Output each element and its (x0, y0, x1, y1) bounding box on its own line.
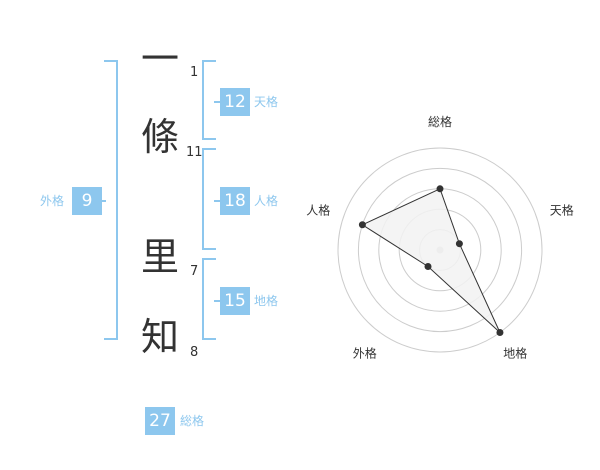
radar-point-1 (436, 185, 444, 193)
tenkaku-value: 12 (220, 88, 250, 116)
chikaku-value: 15 (220, 287, 250, 315)
stroke-count-3: 7 (190, 264, 199, 279)
soukaku-label: 総格 (180, 414, 205, 428)
radar-point-5 (358, 221, 366, 229)
soukaku-value: 27 (145, 407, 175, 435)
gaikaku-value: 9 (72, 187, 102, 215)
radar-point-2 (455, 240, 463, 248)
radar-ring (337, 147, 543, 353)
chikaku-bracket (202, 258, 216, 340)
gaikaku-label: 外格 (40, 194, 65, 208)
tenkaku-connector (214, 101, 220, 103)
gaikaku-connector (100, 200, 106, 202)
gaikaku-bracket (104, 60, 118, 340)
radar-polygon (361, 188, 501, 333)
name-char-3: 里 (140, 235, 179, 279)
radar-ring (357, 167, 523, 333)
radar-points (358, 185, 504, 337)
radar-point-4 (424, 263, 432, 271)
tenkaku-label: 天格 (254, 95, 279, 109)
stroke-count-1: 1 (190, 65, 199, 80)
stroke-count-4: 8 (190, 345, 199, 360)
radar-axis-label-4: 外格 (353, 346, 377, 361)
radar-axis-label-2: 天格 (550, 202, 574, 217)
tenkaku-bracket (202, 60, 216, 140)
stroke-count-2: 11 (186, 145, 203, 160)
jinkaku-label: 人格 (254, 194, 279, 208)
name-char-4: 知 (140, 315, 179, 359)
name-char-1: 一 (140, 37, 179, 81)
chikaku-connector (214, 300, 220, 302)
radar-point-3 (496, 329, 504, 337)
jinkaku-value: 18 (220, 187, 250, 215)
radar-axis-label-3: 地格 (503, 346, 527, 361)
radar-axis-label-5: 人格 (306, 202, 330, 217)
jinkaku-connector (214, 200, 220, 202)
name-char-2: 條 (140, 115, 179, 159)
jinkaku-bracket (202, 148, 216, 250)
radar-axis-label-1: 総格 (428, 114, 452, 129)
chikaku-label: 地格 (254, 294, 279, 308)
